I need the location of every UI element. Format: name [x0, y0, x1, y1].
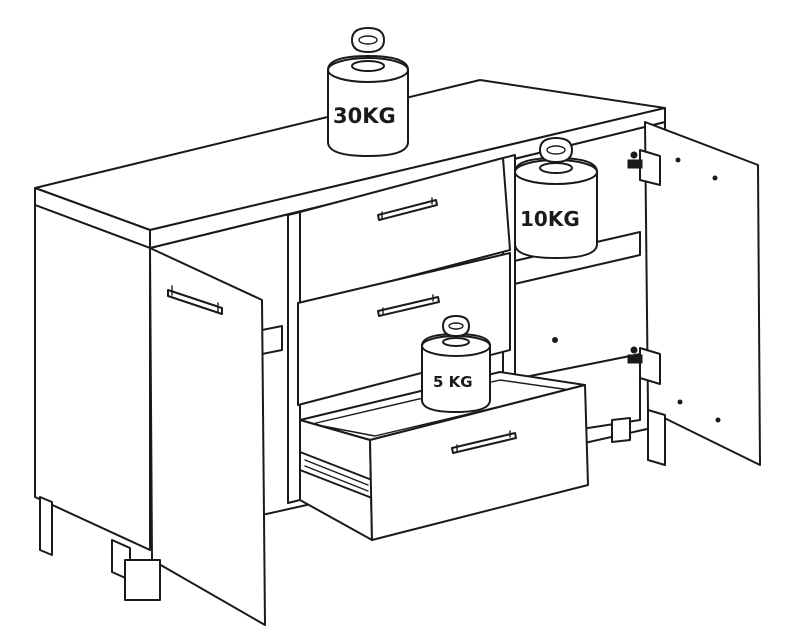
right-door-panel: [644, 121, 761, 466]
legs: [39, 409, 666, 601]
top-drawer: [299, 157, 511, 306]
middle-drawer-front: [297, 252, 511, 406]
left-door: [149, 247, 266, 626]
upper-hinge: [627, 149, 661, 186]
leg-front-left-base: [124, 559, 161, 601]
left-door-handle: [167, 289, 223, 315]
lower-hinge: [627, 346, 661, 385]
middle-drawer-handle: [377, 296, 440, 317]
top-drawer-handle: [377, 199, 438, 221]
middle-drawer: [297, 252, 511, 406]
bottom-drawer-handle: [451, 432, 517, 454]
right-door: [552, 121, 761, 466]
weight-label-30kg: 30KG: [333, 104, 396, 128]
weight-5kg: 5 KG: [421, 315, 491, 413]
weight-10kg: 10KG: [514, 137, 598, 259]
weight-label-5kg: 5 KG: [433, 373, 473, 391]
weight-label-10kg: 10KG: [520, 207, 580, 231]
leg-back-left: [39, 496, 53, 556]
leg-right: [647, 409, 666, 466]
leg-right-back: [611, 417, 631, 443]
top-drawer-front: [299, 157, 511, 306]
bottom-drawer-front: [369, 384, 589, 541]
left-door-panel: [149, 247, 266, 626]
weight-30kg: 30KG: [327, 27, 409, 157]
left-side-panel: [34, 204, 151, 551]
